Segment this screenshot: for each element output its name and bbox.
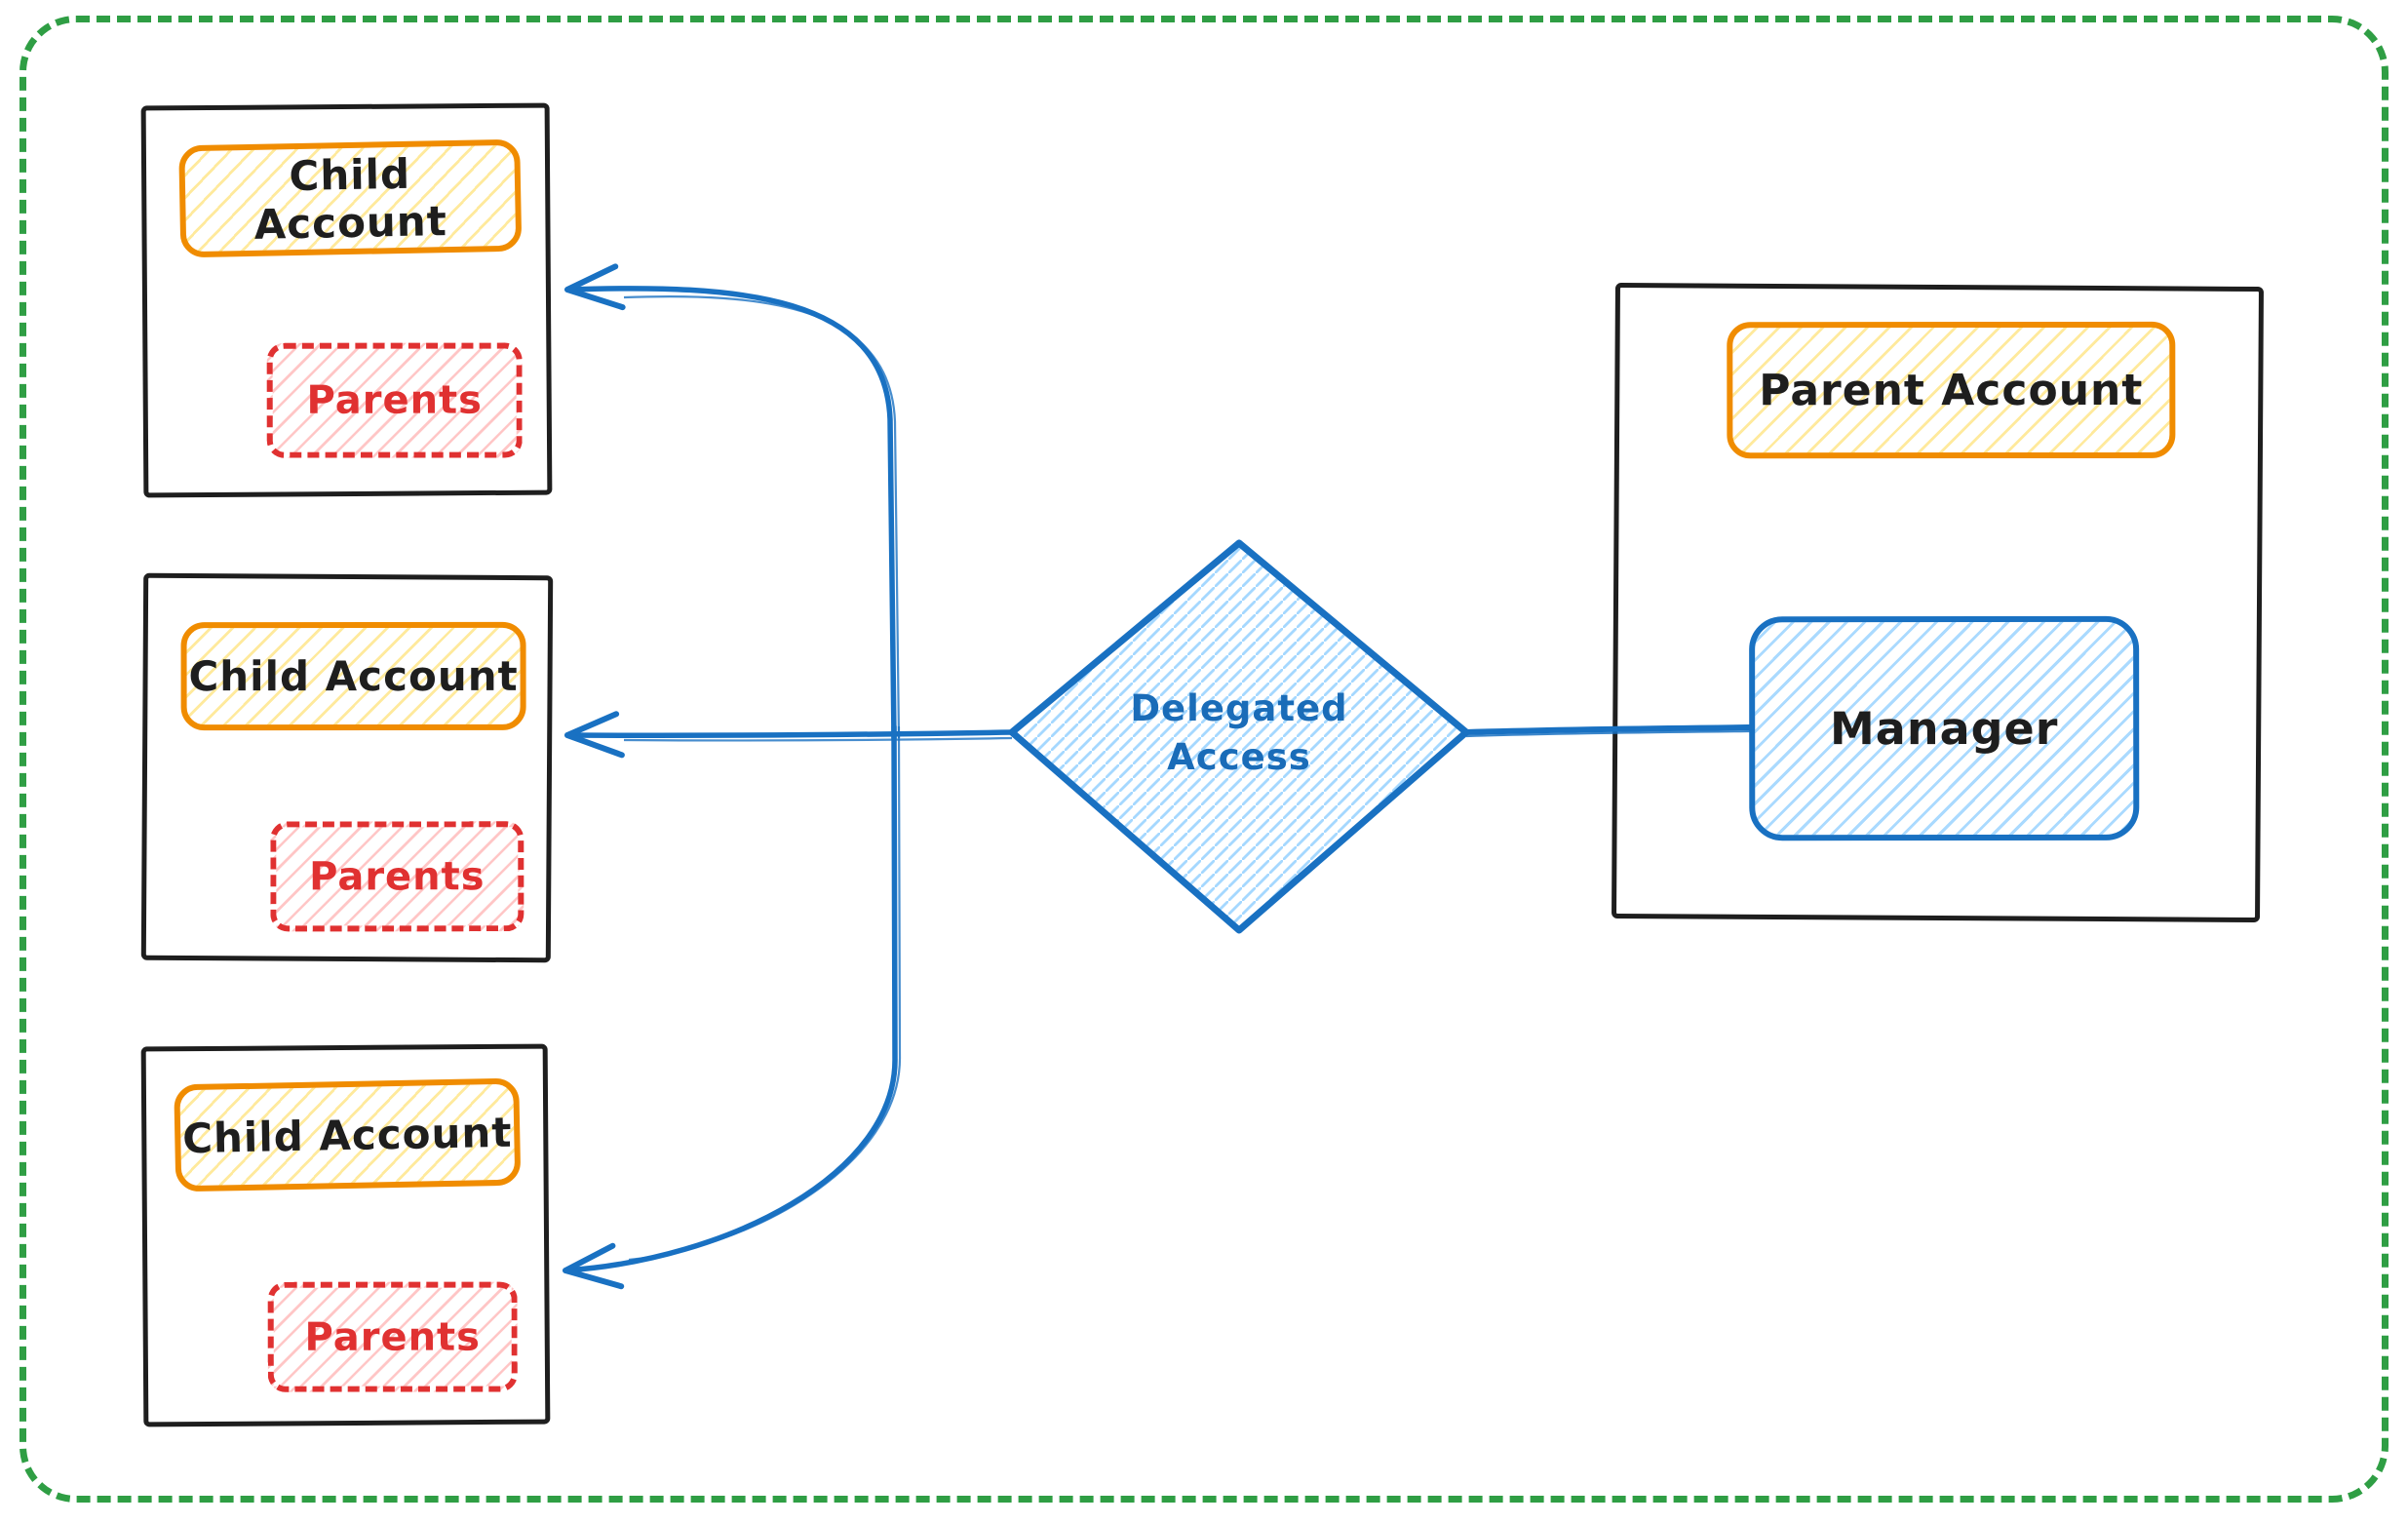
parent-account-text: Parent Account — [1759, 365, 2144, 415]
child-account-label-2: Child Account — [180, 621, 526, 731]
canvas-dashed-frame — [19, 16, 2389, 1503]
delegated-access-label: Delegated Access — [1122, 684, 1356, 782]
parents-box-1: Parents — [266, 342, 523, 458]
delegated-access-text: Delegated Access — [1130, 687, 1348, 778]
child-account-box-1: Child Account Parents — [140, 102, 553, 498]
child-account-text-2: Child Account — [188, 651, 519, 701]
parents-text-2: Parents — [309, 853, 485, 899]
child-account-text-1: Child Account — [253, 149, 448, 249]
manager-box: Manager — [1749, 615, 2140, 841]
child-account-box-2: Child Account Parents — [140, 572, 554, 963]
manager-text: Manager — [1829, 701, 2059, 756]
parents-text-1: Parents — [306, 377, 483, 423]
child-account-text-3: Child Account — [181, 1108, 513, 1162]
parents-box-3: Parents — [267, 1281, 518, 1392]
parents-text-3: Parents — [304, 1314, 481, 1360]
child-account-label-1: Child Account — [178, 138, 523, 258]
child-account-box-3: Child Account Parents — [140, 1043, 551, 1427]
parent-account-label: Parent Account — [1727, 321, 2176, 459]
parent-account-box: Parent Account Manager — [1612, 282, 2264, 923]
parents-box-2: Parents — [270, 821, 524, 932]
child-account-label-3: Child Account — [174, 1077, 522, 1192]
